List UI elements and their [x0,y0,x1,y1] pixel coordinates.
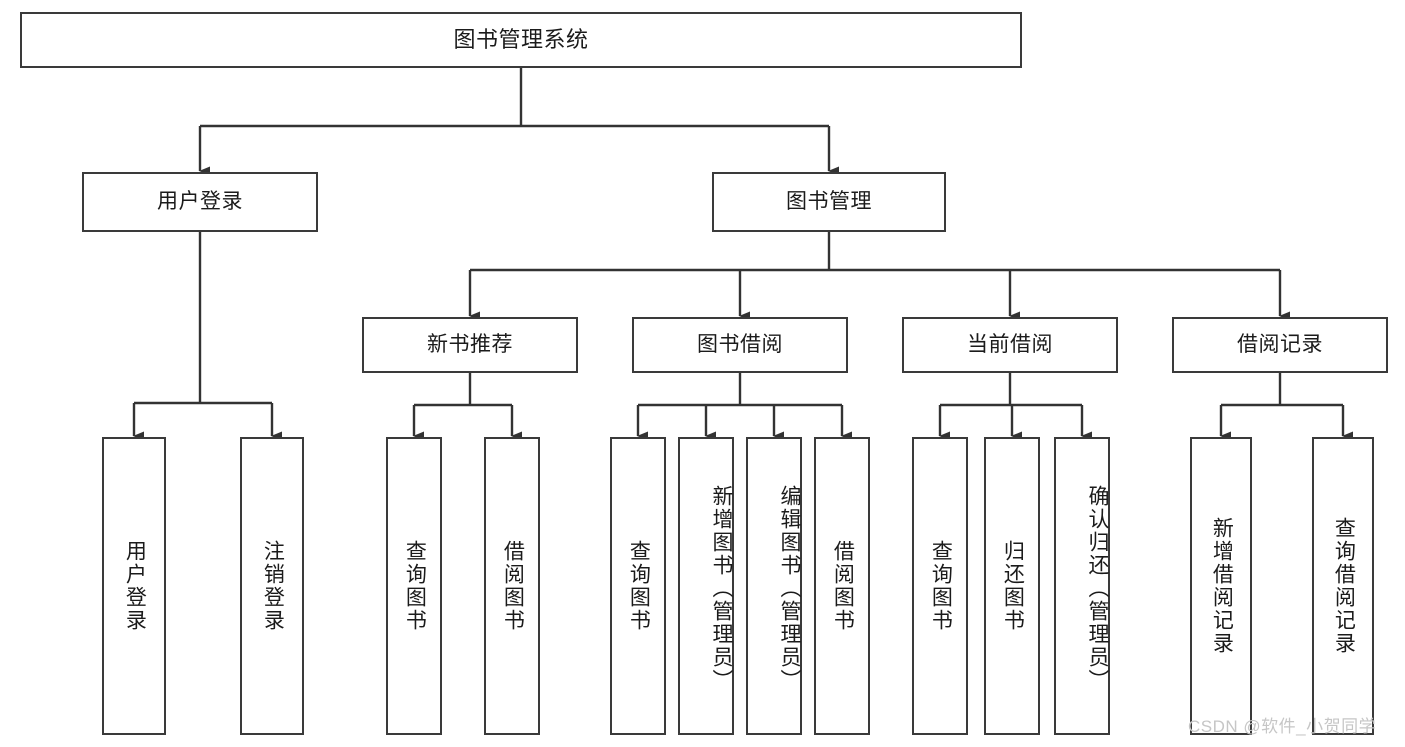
node-leaf_b3[interactable]: 编辑图书（管理员） [746,437,802,735]
edge-group [132,68,1353,441]
node-root[interactable]: 图书管理系统 [20,12,1022,68]
node-label: 图书借阅 [697,332,783,356]
node-label: 查询借阅记录 [1332,517,1356,655]
node-label: 新增图书（管理员） [710,484,733,692]
node-l2c[interactable]: 当前借阅 [902,317,1118,373]
node-label: 确认归还（管理员） [1086,484,1109,692]
node-leaf_r2[interactable]: 查询借阅记录 [1312,437,1374,735]
node-leaf_n1[interactable]: 查询图书 [386,437,442,735]
node-label: 新书推荐 [427,332,513,356]
node-leaf_logout[interactable]: 注销登录 [240,437,304,735]
node-label: 查询图书 [403,540,427,632]
node-leaf_login[interactable]: 用户登录 [102,437,166,735]
node-l2b[interactable]: 图书借阅 [632,317,848,373]
node-label: 查询图书 [627,540,651,632]
node-leaf_c1[interactable]: 查询图书 [912,437,968,735]
node-label: 当前借阅 [967,332,1053,356]
watermark-label: CSDN @软件_小贺同学 [1188,717,1377,736]
node-leaf_r1[interactable]: 新增借阅记录 [1190,437,1252,735]
node-label: 图书管理系统 [453,27,589,53]
node-leaf_b1[interactable]: 查询图书 [610,437,666,735]
node-label: 新增借阅记录 [1210,517,1234,655]
node-label: 借阅图书 [501,540,525,632]
node-label: 查询图书 [929,540,953,632]
node-label: 借阅图书 [831,540,855,632]
node-leaf_c2[interactable]: 归还图书 [984,437,1040,735]
node-label: 用户登录 [157,189,243,213]
node-label: 用户登录 [123,540,147,632]
node-label: 归还图书 [1001,540,1025,632]
node-label: 编辑图书（管理员） [778,484,801,692]
node-leaf_b4[interactable]: 借阅图书 [814,437,870,735]
node-label: 图书管理 [786,189,872,213]
node-leaf_b2[interactable]: 新增图书（管理员） [678,437,734,735]
node-l1a[interactable]: 用户登录 [82,172,318,232]
node-label: 注销登录 [261,540,285,632]
node-label: 借阅记录 [1237,332,1323,356]
node-leaf_n2[interactable]: 借阅图书 [484,437,540,735]
node-l1b[interactable]: 图书管理 [712,172,946,232]
node-l2d[interactable]: 借阅记录 [1172,317,1388,373]
node-leaf_c3[interactable]: 确认归还（管理员） [1054,437,1110,735]
node-l2a[interactable]: 新书推荐 [362,317,578,373]
